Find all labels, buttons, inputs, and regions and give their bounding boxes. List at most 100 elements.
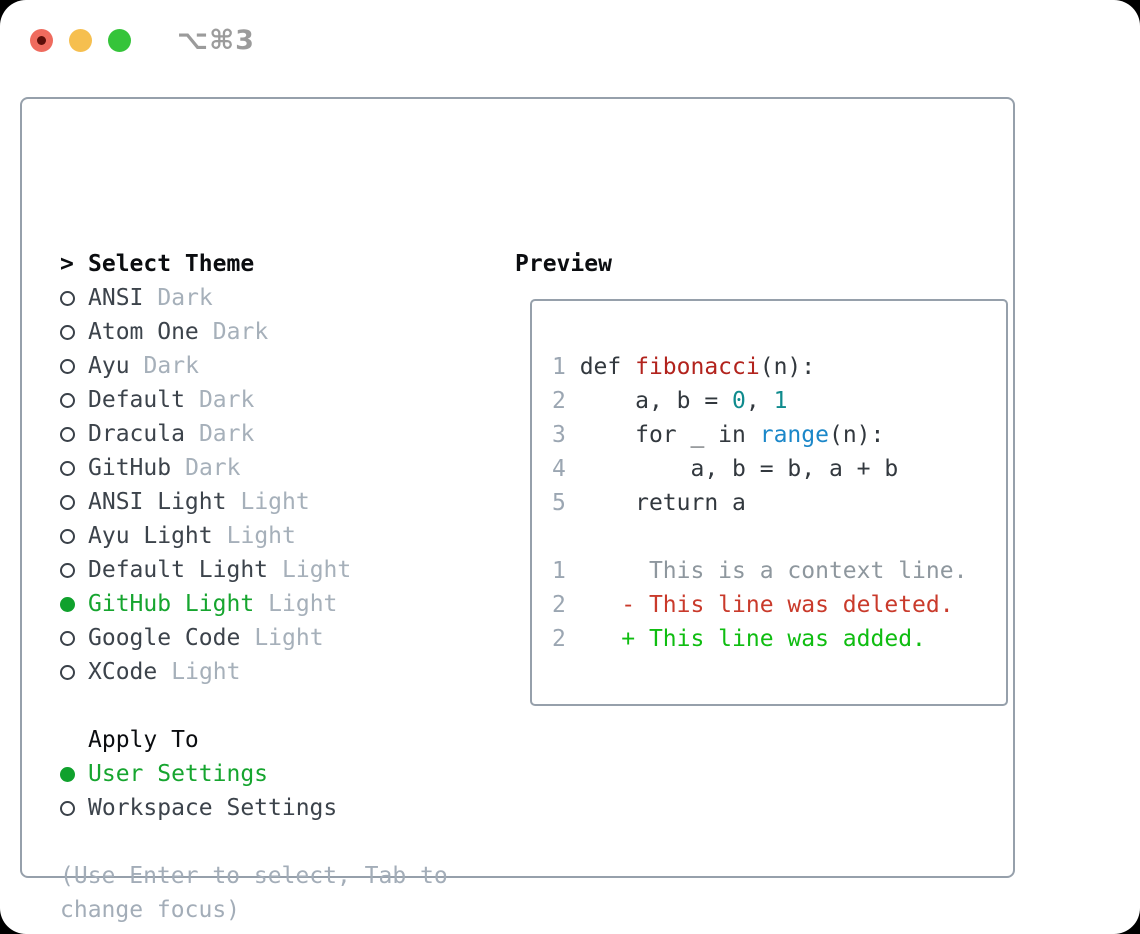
apply-to-header: Apply To	[60, 723, 448, 757]
code-segment: 0	[732, 388, 746, 414]
line-number: 3	[552, 422, 580, 448]
radio-icon	[60, 664, 88, 680]
line-number: 5	[552, 490, 580, 516]
radio-icon	[60, 392, 88, 408]
theme-item-github[interactable]: GitHub Dark	[60, 451, 448, 485]
theme-name: Google Code	[88, 625, 241, 651]
window-shortcut-label: ⌥⌘3	[177, 25, 255, 56]
theme-variant-tag: Dark	[212, 319, 269, 345]
line-number: 1	[552, 558, 580, 584]
radio-icon	[60, 426, 88, 442]
help-text-line: change focus)	[60, 897, 241, 923]
apply-option-label: Workspace Settings	[88, 795, 338, 821]
theme-name: Ayu	[88, 353, 130, 379]
code-line: 1 def fibonacci(n):	[552, 350, 1006, 384]
theme-name: GitHub	[88, 455, 172, 481]
radio-selected-icon	[60, 766, 88, 782]
theme-item-default[interactable]: Default Dark	[60, 383, 448, 417]
theme-variant-tag: Dark	[198, 421, 255, 447]
code-segment: return a	[579, 490, 746, 516]
radio-icon	[60, 358, 88, 374]
radio-selected-icon	[60, 596, 88, 612]
theme-variant-tag: Light	[171, 659, 241, 685]
theme-variant-tag: Light	[240, 489, 310, 515]
spacer	[60, 825, 448, 859]
radio-icon	[60, 460, 88, 476]
radio-icon	[60, 528, 88, 544]
spacer	[60, 689, 448, 723]
code-line: 2 a, b = 0, 1	[552, 384, 1006, 418]
code-line: 1 This is a context line.	[552, 554, 1006, 588]
code-segment: ,	[745, 388, 774, 414]
apply-to-title: Apply To	[88, 727, 199, 753]
close-button[interactable]	[30, 29, 53, 52]
code-segment: 1	[773, 388, 788, 414]
preview-title: Preview	[515, 251, 612, 277]
theme-variant-tag: Light	[268, 591, 338, 617]
theme-name: XCode	[88, 659, 158, 685]
theme-variant-tag: Dark	[198, 387, 255, 413]
line-number: 1	[552, 354, 580, 380]
code-line: 4 a, b = b, a + b	[552, 452, 1006, 486]
apply-option-label: User Settings	[88, 761, 269, 787]
titlebar: ⌥⌘3	[30, 25, 255, 56]
theme-item-atom-one[interactable]: Atom One Dark	[60, 315, 448, 349]
code-segment: a, b =	[579, 388, 733, 414]
code-line: 3 for _ in range(n):	[552, 418, 1006, 452]
radio-icon	[60, 562, 88, 578]
theme-item-default-light[interactable]: Default Light Light	[60, 553, 448, 587]
theme-list-title: Select Theme	[88, 251, 255, 277]
code-segment: + This line was added.	[579, 626, 926, 652]
theme-item-ansi-light[interactable]: ANSI Light Light	[60, 485, 448, 519]
theme-name: ANSI	[88, 285, 144, 311]
theme-name: Default	[88, 387, 185, 413]
line-number: 2	[552, 592, 580, 618]
close-dot-icon	[37, 36, 46, 45]
theme-name: ANSI Light	[88, 489, 227, 515]
theme-name: Ayu Light	[88, 523, 213, 549]
theme-item-google-code[interactable]: Google Code Light	[60, 621, 448, 655]
line-number: 4	[552, 456, 580, 482]
code-segment: a, b = b, a + b	[579, 456, 899, 482]
radio-icon	[60, 800, 88, 816]
minimize-button[interactable]	[69, 29, 92, 52]
apply-option-user-settings[interactable]: User Settings	[60, 757, 448, 791]
code-line: 2 - This line was deleted.	[552, 588, 1006, 622]
code-segment: def	[579, 354, 636, 380]
code-blank-line	[552, 520, 1006, 554]
line-number: 2	[552, 626, 580, 652]
apply-option-workspace-settings[interactable]: Workspace Settings	[60, 791, 448, 825]
theme-item-dracula[interactable]: Dracula Dark	[60, 417, 448, 451]
code-segment: (n):	[828, 422, 885, 448]
code-segment: range	[759, 422, 829, 448]
radio-icon	[60, 630, 88, 646]
code-segment: (n):	[759, 354, 816, 380]
radio-icon	[60, 290, 88, 306]
theme-variant-tag: Light	[254, 625, 324, 651]
radio-icon	[60, 494, 88, 510]
theme-variant-tag: Dark	[185, 455, 241, 481]
theme-list-header: > Select Theme	[60, 247, 448, 281]
theme-variant-tag: Light	[282, 557, 352, 583]
code-segment: This is a context line.	[579, 558, 968, 584]
theme-name: Default Light	[88, 557, 269, 583]
code-line: 5 return a	[552, 486, 1006, 520]
radio-icon	[60, 324, 88, 340]
code-line: 2 + This line was added.	[552, 622, 1006, 656]
code-segment: for _ in	[579, 422, 760, 448]
line-number: 2	[552, 388, 580, 414]
zoom-button[interactable]	[108, 29, 131, 52]
theme-name: Dracula	[88, 421, 185, 447]
cursor-arrow-icon: >	[60, 251, 74, 277]
help-text-line: (Use Enter to select, Tab to	[60, 863, 448, 889]
theme-item-xcode[interactable]: XCode Light	[60, 655, 448, 689]
code-segment: - This line was deleted.	[579, 592, 954, 618]
theme-name: Atom One	[88, 319, 199, 345]
